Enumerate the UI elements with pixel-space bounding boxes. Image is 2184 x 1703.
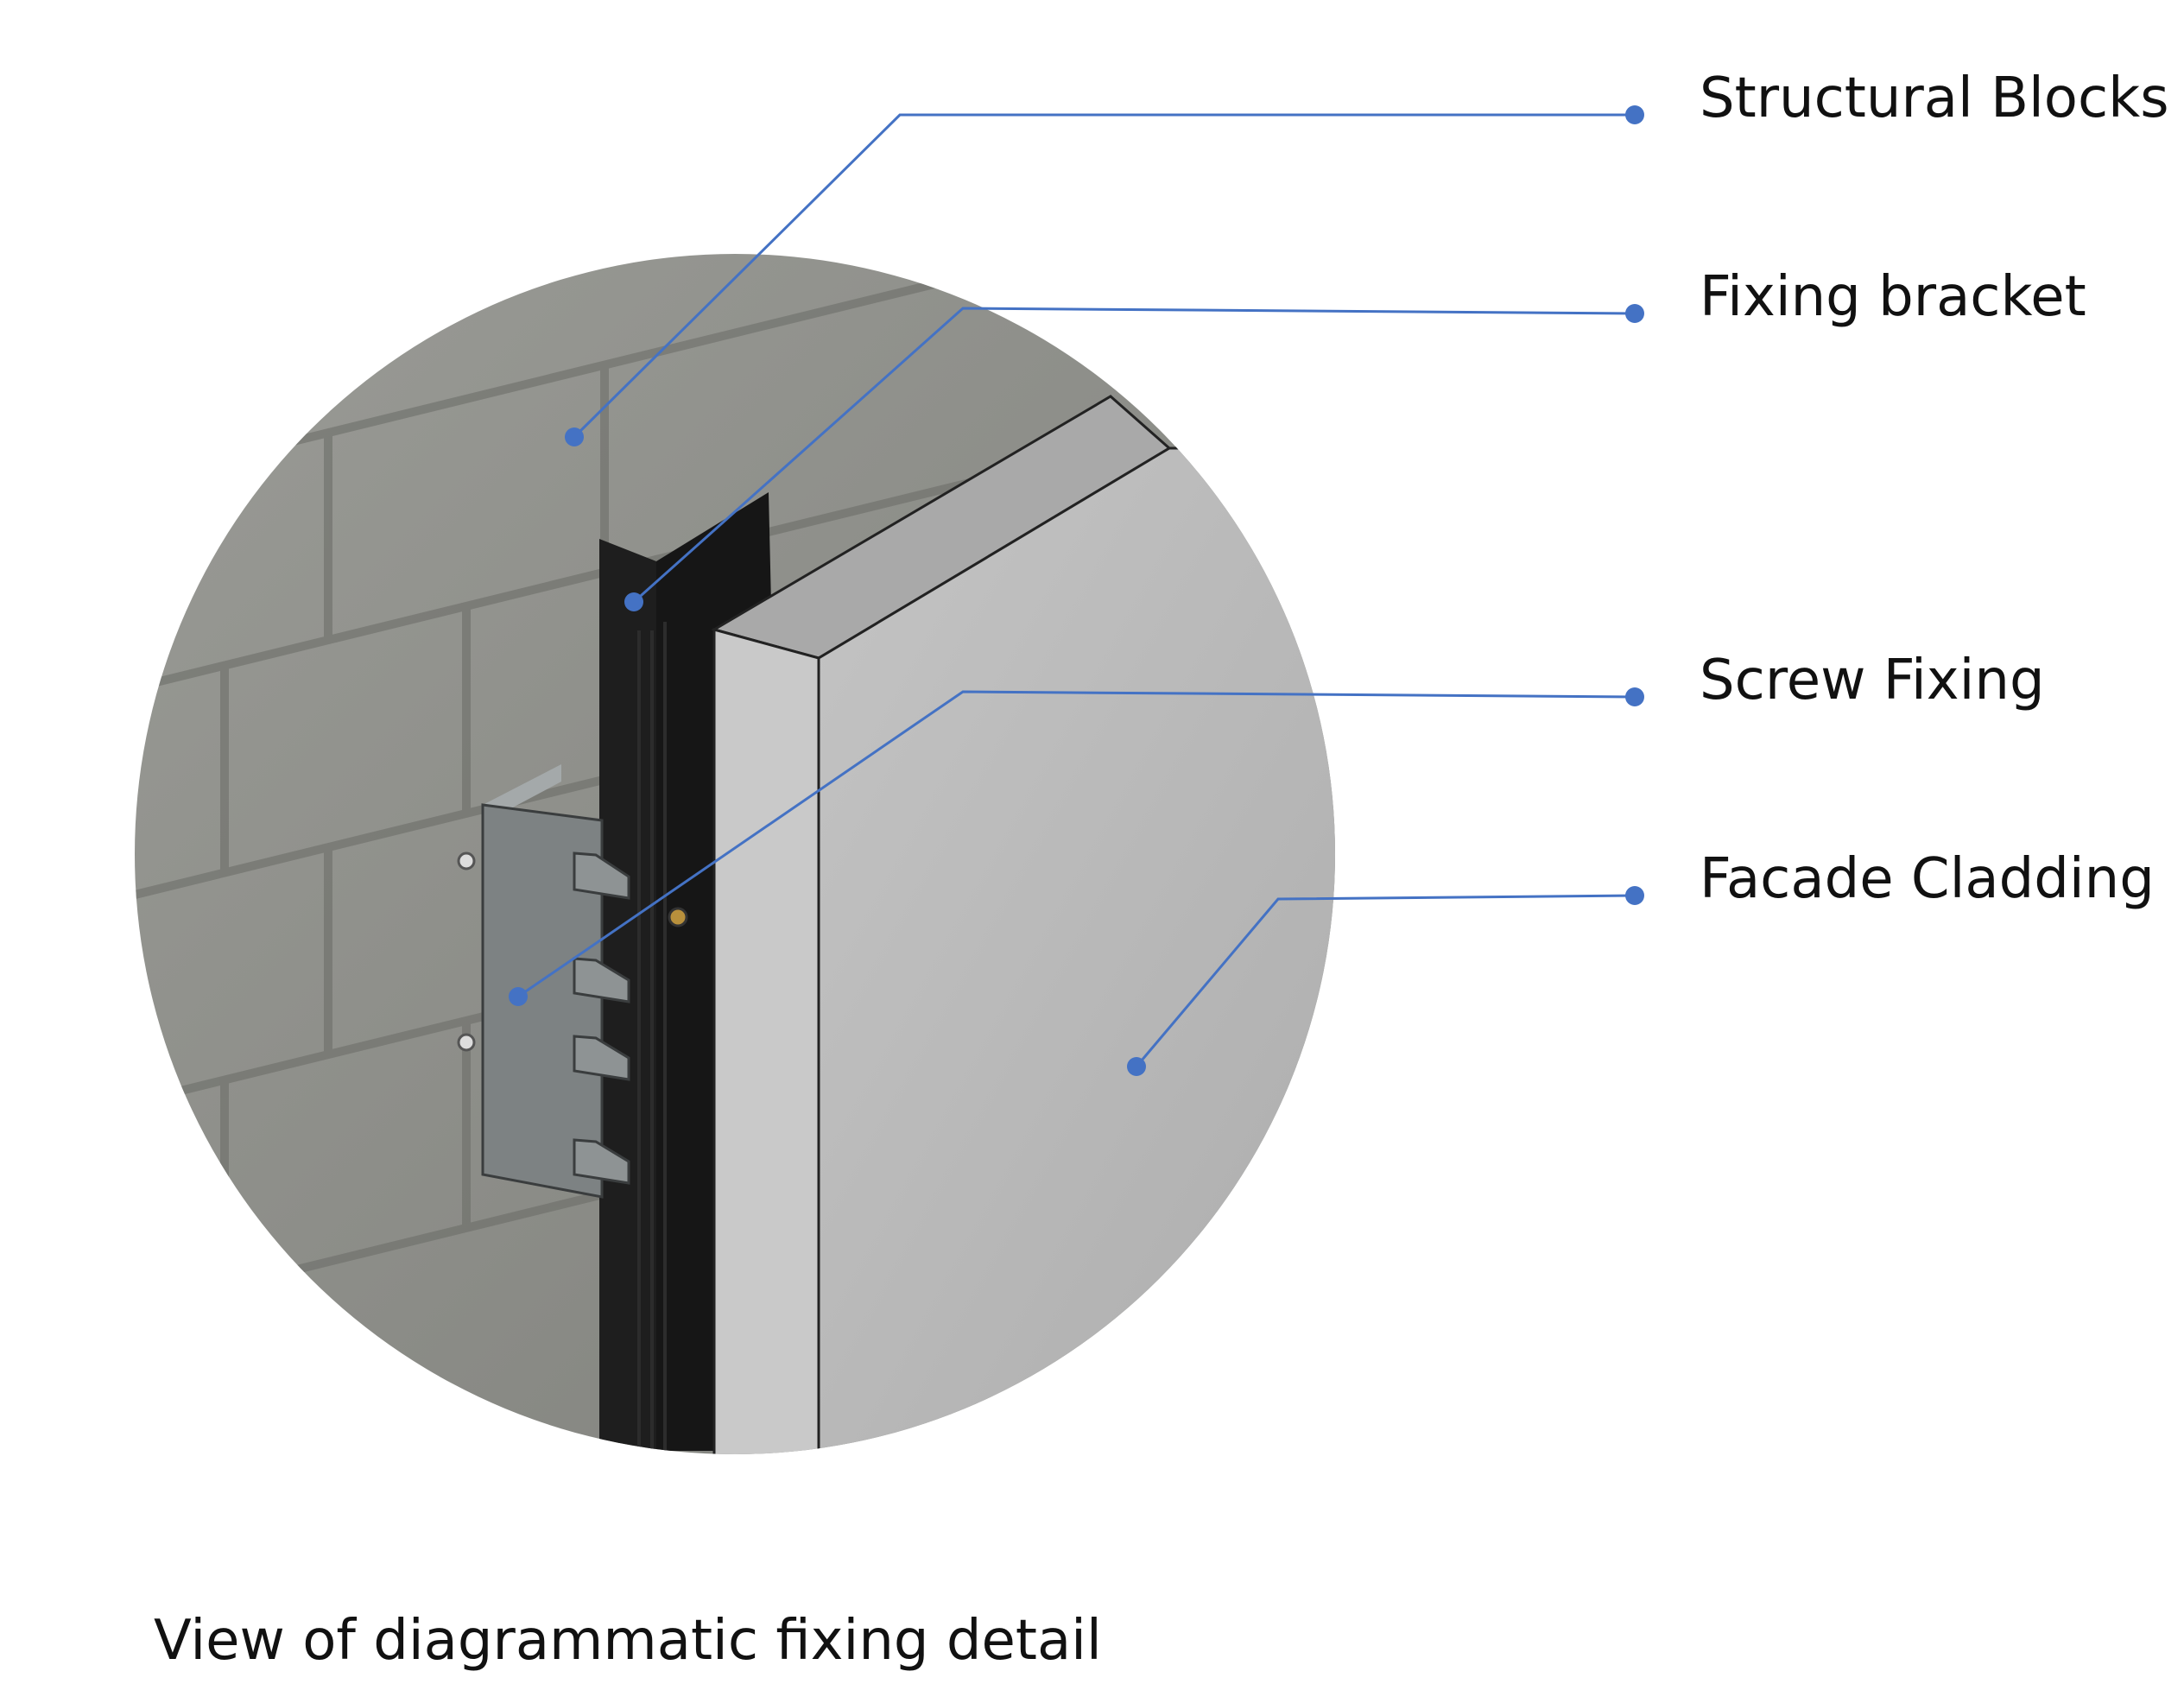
- detail-circle: [135, 254, 1335, 1454]
- bracket-tabs: [573, 852, 630, 1185]
- label-structural-blocks: Structural Blocks: [1700, 66, 2169, 130]
- label-fixing-bracket: Fixing bracket: [1700, 265, 2086, 329]
- cladding-side-edge: [712, 628, 820, 1454]
- label-screw-fixing: Screw Fixing: [1700, 649, 2045, 712]
- bracket-plate: [481, 803, 604, 1199]
- screw-head: [668, 907, 688, 927]
- leader-dots: [509, 105, 1644, 1076]
- figure-caption: View of diagrammatic fixing detail: [154, 1609, 1102, 1673]
- leader-lines: [517, 113, 1636, 1067]
- label-facade-cladding: Facade Cladding: [1700, 847, 2155, 911]
